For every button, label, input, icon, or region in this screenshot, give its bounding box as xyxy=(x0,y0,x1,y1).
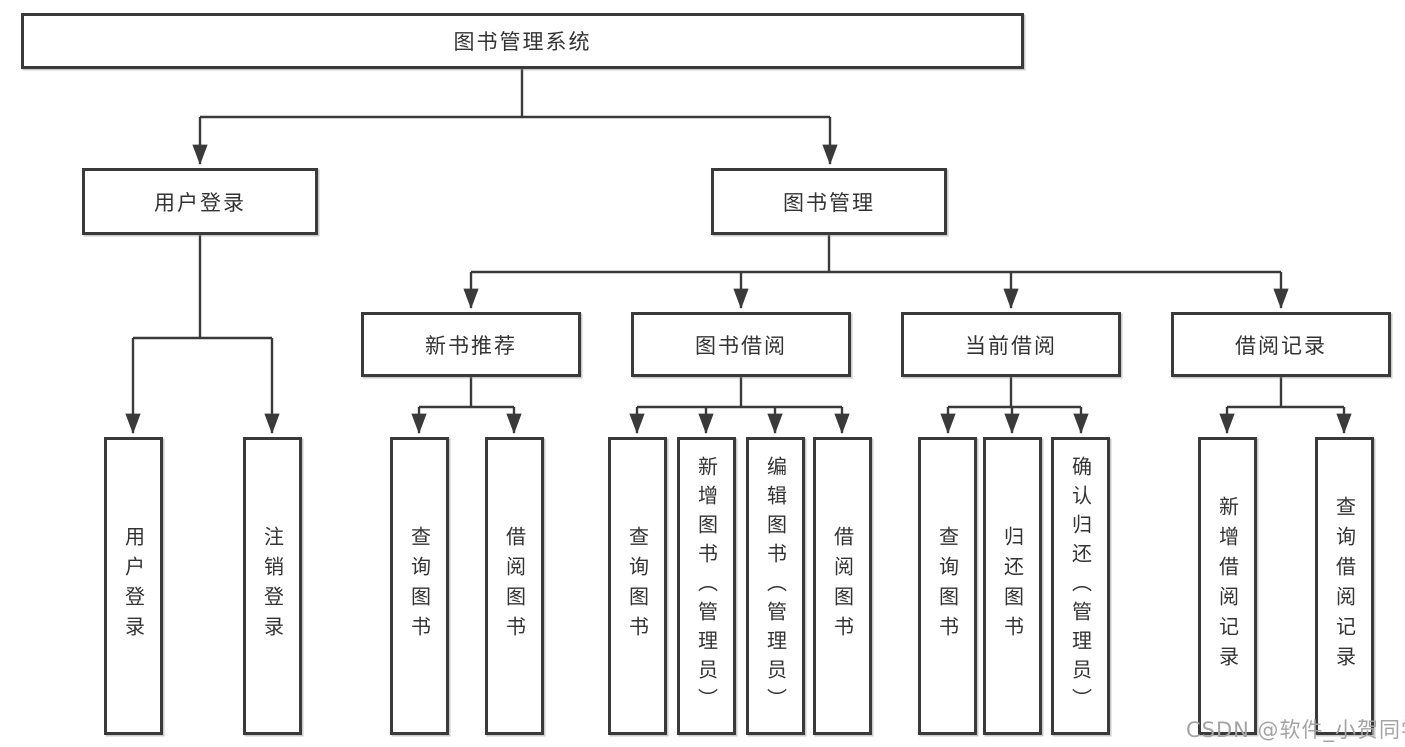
node-current-borrow: 当前借阅 xyxy=(901,312,1121,377)
node-label: 归还图书 xyxy=(1000,526,1025,646)
node-label: 编辑图书（管理员） xyxy=(763,455,788,717)
watermark: CSDN @软件_小贺同学 xyxy=(1186,718,1405,742)
connector-root xyxy=(200,69,830,119)
node-label: 图书借阅 xyxy=(695,333,787,358)
connector-current-borrow xyxy=(948,377,1081,409)
node-query-books-current: 查询图书 xyxy=(918,437,977,735)
node-label: 查询图书 xyxy=(625,526,650,646)
connector-user-login xyxy=(133,235,272,340)
node-add-borrow-record: 新增借阅记录 xyxy=(1198,437,1257,735)
node-label: 新书推荐 xyxy=(425,333,517,358)
node-label: 查询图书 xyxy=(935,526,960,646)
node-label: 用户登录 xyxy=(121,526,146,646)
node-query-borrow-record: 查询借阅记录 xyxy=(1315,437,1374,735)
node-book-borrow: 图书借阅 xyxy=(631,312,851,377)
node-label: 用户登录 xyxy=(154,190,246,215)
node-borrow-records: 借阅记录 xyxy=(1171,312,1391,377)
node-label: 借阅记录 xyxy=(1235,333,1327,358)
node-book-management: 图书管理 xyxy=(711,168,947,235)
node-user-login-leaf: 用户登录 xyxy=(104,437,163,735)
node-borrow-books-leaf: 借阅图书 xyxy=(813,437,872,735)
node-edit-book-admin: 编辑图书（管理员） xyxy=(746,437,805,735)
node-root: 图书管理系统 xyxy=(21,13,1024,69)
node-label: 图书管理系统 xyxy=(453,30,592,54)
node-add-book-admin: 新增图书（管理员） xyxy=(677,437,736,735)
node-borrow-books-recommend: 借阅图书 xyxy=(485,437,544,735)
node-label: 当前借阅 xyxy=(965,333,1057,358)
node-label: 图书管理 xyxy=(783,190,875,215)
node-logout: 注销登录 xyxy=(243,437,302,735)
node-return-book: 归还图书 xyxy=(983,437,1042,735)
node-query-books-recommend: 查询图书 xyxy=(390,437,449,735)
connector-borrow-records xyxy=(1227,377,1344,409)
node-label: 新增图书（管理员） xyxy=(694,455,719,717)
connector-book-management xyxy=(471,235,1281,274)
node-label: 注销登录 xyxy=(260,526,285,646)
connector-new-book-recommend xyxy=(419,377,514,409)
node-label: 查询图书 xyxy=(407,526,432,646)
connector-book-borrow xyxy=(637,377,842,409)
node-label: 新增借阅记录 xyxy=(1215,496,1240,676)
node-label: 查询借阅记录 xyxy=(1332,496,1357,676)
node-new-book-recommend: 新书推荐 xyxy=(361,312,581,377)
node-label: 借阅图书 xyxy=(830,526,855,646)
node-user-login: 用户登录 xyxy=(82,168,318,235)
node-confirm-return-admin: 确认归还（管理员） xyxy=(1051,437,1110,735)
node-label: 确认归还（管理员） xyxy=(1068,455,1093,717)
node-query-books-borrow: 查询图书 xyxy=(608,437,667,735)
node-label: 借阅图书 xyxy=(502,526,527,646)
